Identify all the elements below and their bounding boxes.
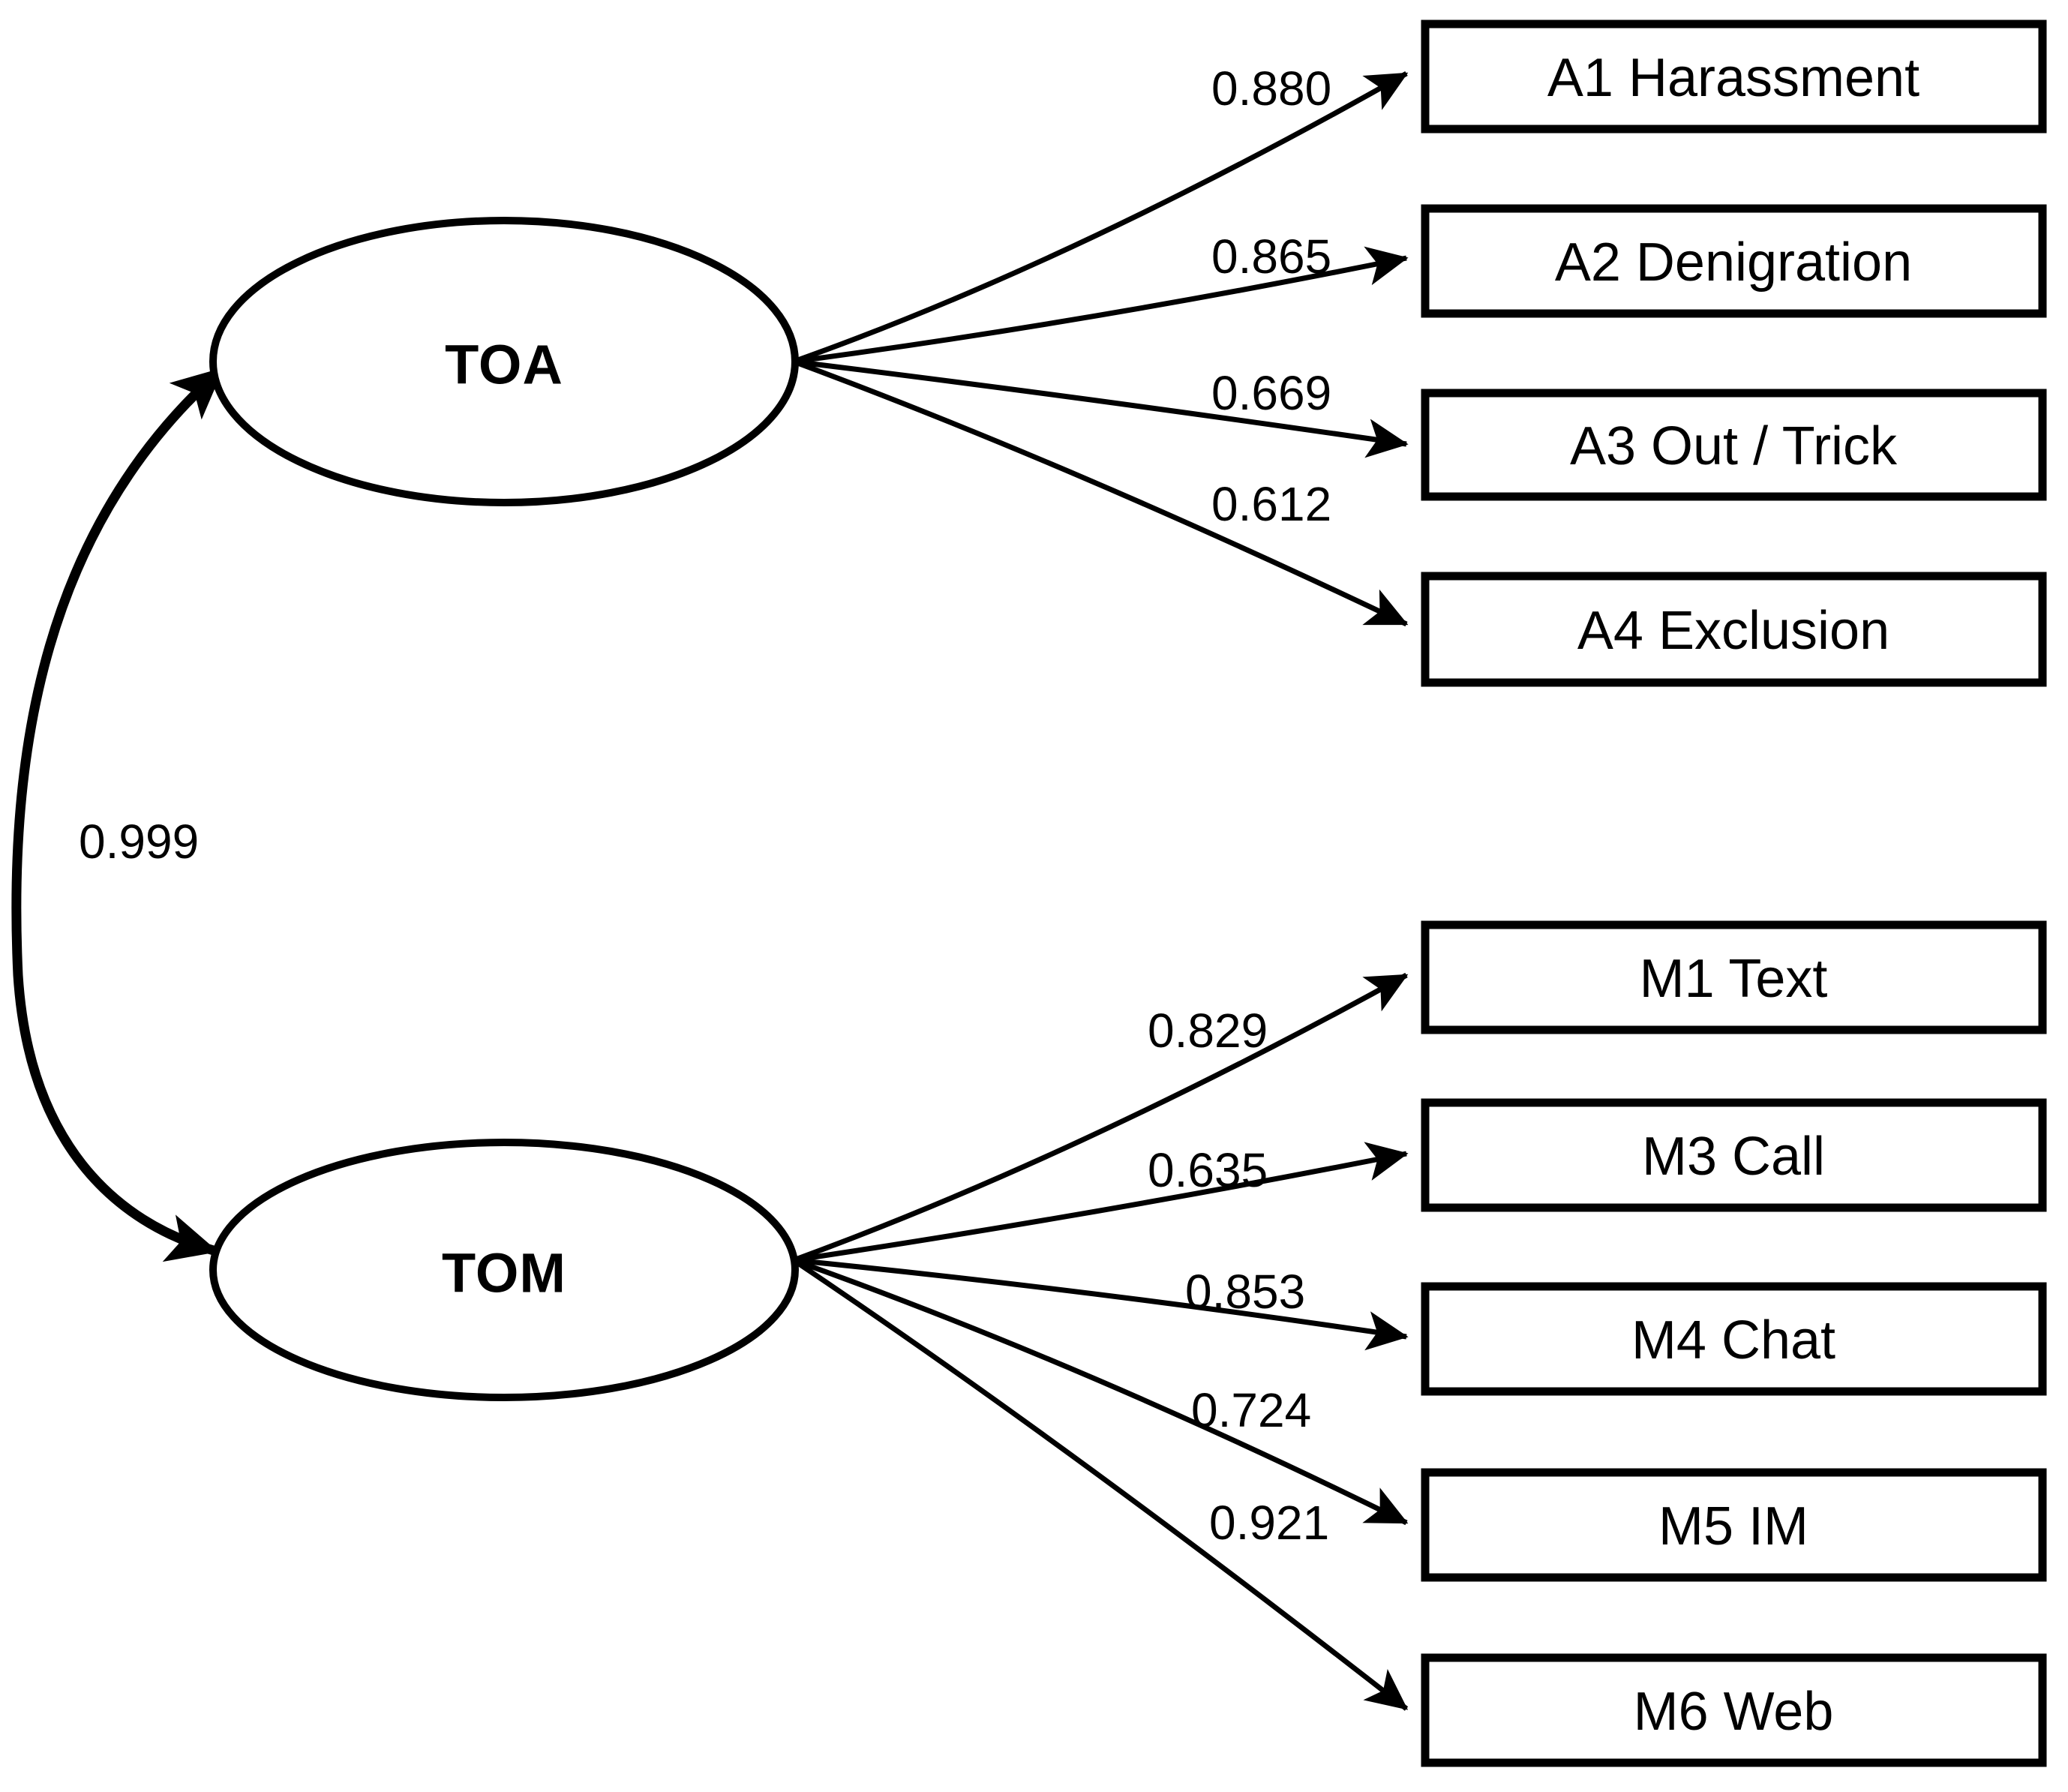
construct-ellipse-tom[interactable] <box>209 1139 799 1401</box>
indicator-label-m5: M5 IM <box>1658 1496 1808 1556</box>
indicator-a4[interactable]: A4 Exclusion <box>1421 572 2047 687</box>
indicator-box-a4[interactable] <box>1421 572 2047 687</box>
indicator-box-m3[interactable] <box>1421 1098 2047 1212</box>
coefficient-label-tom-m1: 0.829 <box>1148 1004 1268 1058</box>
indicator-box-a3[interactable] <box>1421 389 2047 501</box>
coefficient-label-tom-m6: 0.921 <box>1209 1496 1329 1550</box>
coefficient-label-toa-a3: 0.669 <box>1211 366 1331 420</box>
indicator-box-m6[interactable] <box>1421 1653 2047 1767</box>
indicator-box-m1[interactable] <box>1421 920 2047 1034</box>
coefficient-label-correlation: 0.999 <box>79 815 199 869</box>
construct-tom[interactable]: TOM <box>209 1139 799 1401</box>
indicator-label-m1: M1 Text <box>1640 949 1828 1009</box>
indicator-m3[interactable]: M3 Call <box>1421 1098 2047 1212</box>
construct-label-tom: TOM <box>442 1242 566 1304</box>
construct-toa[interactable]: TOA <box>209 217 799 506</box>
indicator-label-m6: M6 Web <box>1634 1682 1834 1742</box>
indicator-a3[interactable]: A3 Out / Trick <box>1421 389 2047 501</box>
loading-paths-tom <box>792 972 1409 1711</box>
indicator-box-m4[interactable] <box>1421 1282 2047 1396</box>
correlation-path-toa-tom <box>11 365 226 1262</box>
loading-paths-toa <box>792 71 1409 627</box>
indicator-box-a2[interactable] <box>1421 204 2047 318</box>
loading-path-toa-a3 <box>793 359 1409 458</box>
indicator-label-m4: M4 Chat <box>1631 1310 1835 1370</box>
coefficient-label-tom-m3: 0.635 <box>1148 1143 1268 1197</box>
indicator-label-a3: A3 Out / Trick <box>1570 416 1898 476</box>
indicator-box-m5[interactable] <box>1421 1468 2047 1582</box>
indicator-label-a1: A1 Harassment <box>1547 48 1919 108</box>
indicator-m6[interactable]: M6 Web <box>1421 1653 2047 1767</box>
indicator-m5[interactable]: M5 IM <box>1421 1468 2047 1582</box>
loading-path-toa-a1 <box>792 71 1409 365</box>
correlation-path-group <box>11 365 226 1262</box>
coefficient-label-tom-m5: 0.724 <box>1191 1383 1311 1437</box>
coefficient-label-tom-m4: 0.853 <box>1185 1265 1305 1319</box>
indicator-label-a2: A2 Denigration <box>1555 233 1912 293</box>
coefficient-label-toa-a2: 0.865 <box>1211 230 1331 284</box>
indicator-m4[interactable]: M4 Chat <box>1421 1282 2047 1396</box>
loading-path-toa-a2 <box>793 246 1409 365</box>
construct-label-toa: TOA <box>445 334 563 396</box>
loading-path-toa-a4 <box>792 359 1409 627</box>
indicator-label-m3: M3 Call <box>1642 1127 1825 1187</box>
loading-path-tom-m4 <box>793 1257 1409 1351</box>
indicator-label-a4: A4 Exclusion <box>1577 601 1889 661</box>
indicator-a1[interactable]: A1 Harassment <box>1421 20 2047 134</box>
indicator-a2[interactable]: A2 Denigration <box>1421 204 2047 318</box>
indicator-m1[interactable]: M1 Text <box>1421 920 2047 1034</box>
coefficient-label-toa-a1: 0.880 <box>1211 62 1331 116</box>
loading-path-tom-m5 <box>792 1257 1409 1526</box>
loading-path-tom-m6 <box>792 1258 1409 1711</box>
loading-path-tom-m1 <box>792 972 1409 1263</box>
indicator-box-a1[interactable] <box>1421 20 2047 134</box>
construct-ellipse-toa[interactable] <box>209 217 799 506</box>
coefficient-label-toa-a4: 0.612 <box>1211 477 1331 531</box>
loading-path-tom-m3 <box>793 1142 1409 1263</box>
